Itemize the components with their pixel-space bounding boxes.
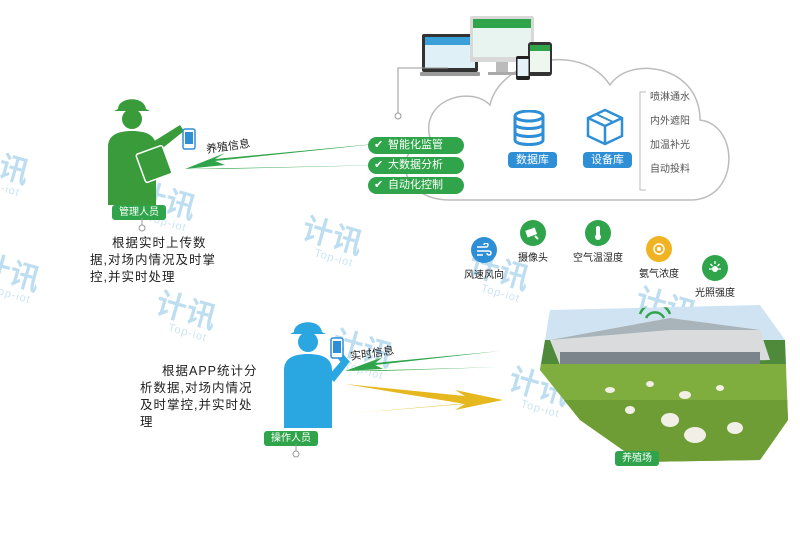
manager-role-label: 管理人员 [112, 205, 166, 220]
database-icon [513, 110, 545, 146]
sensor-wind: 风速风向 [452, 237, 516, 281]
manager-figure-icon [108, 99, 184, 205]
check-icon: ✔ [374, 139, 384, 151]
check-icon: ✔ [374, 159, 384, 171]
feature-pill: ✔智能化监管 [368, 137, 464, 154]
sun-icon [702, 255, 728, 281]
phone-icon [182, 128, 196, 150]
device-label: 设备库 [583, 152, 632, 168]
thermometer-icon [585, 220, 611, 246]
operator-arrow-green [345, 351, 500, 371]
farm-scene [540, 305, 788, 462]
camera-icon [520, 220, 546, 246]
connector-line [394, 67, 448, 120]
side-item: 喷淋通水 [650, 92, 690, 103]
operator-role-label: 操作人员 [264, 431, 318, 446]
feature-pill: ✔自动化控制 [368, 177, 464, 194]
device-box-icon [586, 108, 624, 146]
farm-label: 养殖场 [615, 451, 659, 466]
operator-arrow-yellow [345, 384, 503, 414]
side-item: 自动投料 [650, 164, 690, 175]
gas-icon [646, 236, 672, 262]
cloud-platform: 数据库 设备库 喷淋通水 内外遮阳 加温补光 自动投料 [380, 16, 740, 210]
feature-pill: ✔大数据分析 [368, 157, 464, 174]
database-label: 数据库 [508, 152, 557, 168]
sensor-gas: 氨气浓度 [627, 236, 691, 280]
sensor-air: 空气温湿度 [566, 220, 630, 264]
sensor-light: 光照强度 [683, 255, 747, 299]
operator-connector [292, 444, 300, 458]
bracket [639, 91, 646, 191]
manager-description: 根据实时上传数 据,对场内情况及时掌 控,并实时处理 [90, 236, 216, 284]
phone-icon [330, 337, 344, 359]
computer-devices-icon [420, 16, 552, 80]
check-icon: ✔ [374, 179, 384, 191]
wind-icon [471, 237, 497, 263]
side-item: 加温补光 [650, 140, 690, 151]
side-item: 内外遮阳 [650, 116, 690, 127]
operator-description: 根据APP统计分 析数据,对场内情况 及时掌控,并实时处 理 [140, 364, 258, 429]
manager-connector [138, 218, 146, 232]
manager-arrow [185, 143, 385, 169]
sensor-camera: 摄像头 [501, 220, 565, 264]
